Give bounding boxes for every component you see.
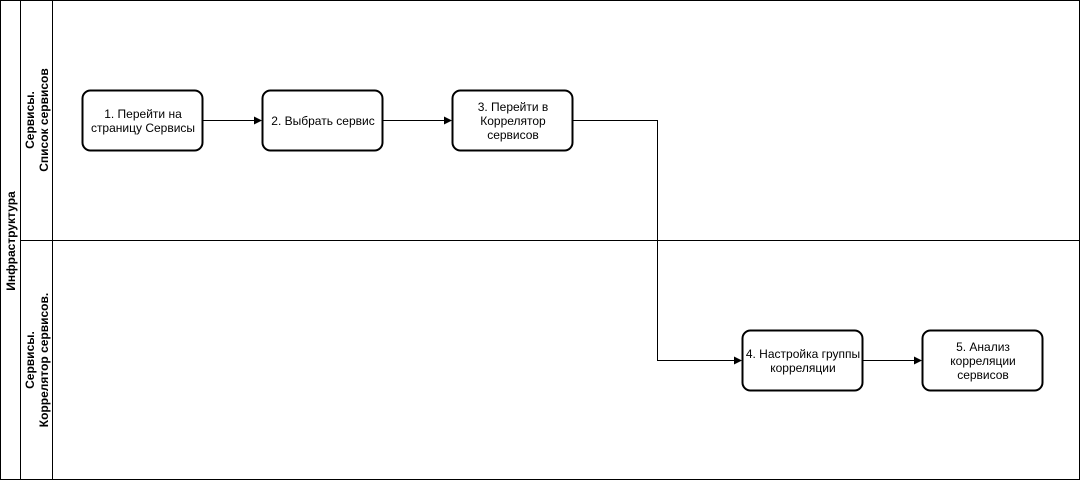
connector-3-4 [573, 120, 742, 365]
pool-label: Инфраструктура [4, 191, 18, 291]
step-1-box[interactable] [81, 89, 204, 152]
step-2-box[interactable] [261, 89, 384, 152]
step-3-box[interactable] [451, 89, 574, 152]
step-5-box[interactable] [921, 329, 1044, 392]
lane-label-service-list: Сервисы. Список сервисов [23, 68, 51, 172]
step-4-box[interactable] [741, 329, 864, 392]
lane-label-service-correlator: Сервисы. Коррелятор сервисов. [23, 292, 51, 428]
